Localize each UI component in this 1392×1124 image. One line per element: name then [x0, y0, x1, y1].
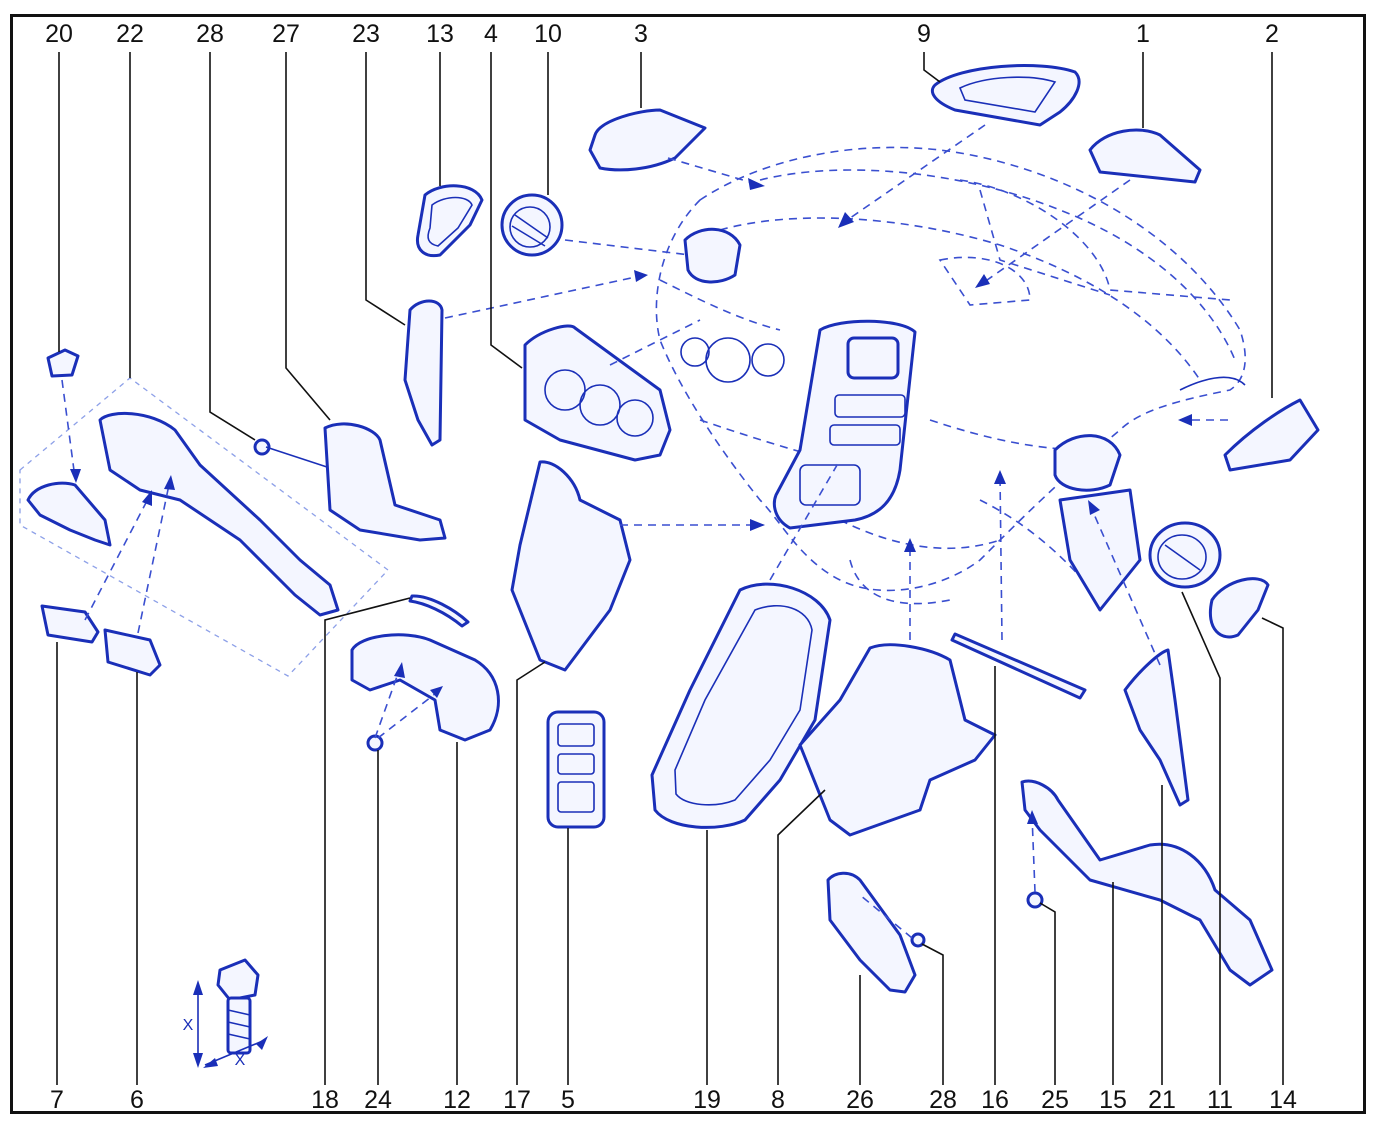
part-8 [798, 643, 997, 837]
part-21 [1123, 648, 1190, 807]
part-15 [1020, 779, 1274, 987]
callout-top-4: 4 [484, 20, 498, 48]
part-23 [403, 299, 444, 447]
callout-top-13: 13 [426, 20, 454, 48]
part-11 [1148, 521, 1222, 589]
part-28-screw-bottom [910, 932, 926, 948]
callout-bottom-7: 7 [50, 1086, 64, 1114]
callout-bottom-8: 8 [771, 1086, 785, 1114]
part-28-screw [253, 438, 331, 469]
part-18 [408, 594, 470, 628]
part-22 [98, 411, 340, 617]
part-4 [523, 324, 672, 462]
dimension-label-vertical: X [183, 1017, 194, 1034]
glovebox-bin [26, 481, 112, 547]
callout-top-2: 2 [1265, 20, 1279, 48]
callout-bottom-24: 24 [364, 1086, 392, 1114]
part-24-screw [366, 734, 384, 752]
callout-top-28: 28 [196, 20, 224, 48]
bolt-dimension-detail: X X [183, 958, 268, 1069]
callout-bottom-25: 25 [1041, 1086, 1069, 1114]
callout-bottom-11: 11 [1207, 1086, 1233, 1114]
callout-top-22: 22 [116, 20, 144, 48]
callout-top-1: 1 [1136, 20, 1150, 48]
callout-bottom-18: 18 [311, 1086, 339, 1114]
callout-bottom-21: 21 [1148, 1086, 1176, 1114]
part-19 [650, 582, 832, 829]
callout-top-20: 20 [45, 20, 73, 48]
dashboard-assembly [655, 146, 1246, 612]
part-7 [40, 604, 100, 644]
dimension-label-horizontal: X [235, 1052, 246, 1069]
part-3 [588, 108, 707, 172]
callout-bottom-15: 15 [1099, 1086, 1127, 1114]
callout-bottom-17: 17 [503, 1086, 531, 1114]
callout-bottom-12: 12 [443, 1086, 471, 1114]
leader-lines [56, 52, 1284, 1085]
part-12 [350, 633, 500, 742]
callout-bottom-14: 14 [1269, 1086, 1297, 1114]
part-16 [950, 632, 1087, 700]
callout-top-3: 3 [634, 20, 648, 48]
part-10 [500, 193, 564, 257]
callout-bottom-26: 26 [846, 1086, 874, 1114]
callout-bottom-28: 28 [929, 1086, 957, 1114]
part-25-screw [1026, 891, 1044, 909]
assembly-arrows [61, 124, 1228, 939]
part-14 [1209, 577, 1270, 639]
diagram-frame [10, 14, 1366, 1114]
part-17 [510, 460, 632, 672]
part-9 [930, 64, 1081, 127]
part-26 [826, 871, 917, 994]
part-27 [323, 422, 447, 542]
callout-bottom-6: 6 [130, 1086, 144, 1114]
callout-bottom-16: 16 [981, 1086, 1009, 1114]
part-1 [1088, 128, 1202, 184]
part-5 [546, 710, 606, 829]
callout-top-9: 9 [917, 20, 931, 48]
callout-top-27: 27 [272, 20, 300, 48]
part-20 [46, 348, 80, 378]
part-2 [1223, 398, 1320, 472]
callout-top-23: 23 [352, 20, 380, 48]
callout-bottom-5: 5 [561, 1086, 575, 1114]
part-13 [415, 184, 484, 258]
part-6 [103, 628, 162, 677]
callout-top-10: 10 [534, 20, 562, 48]
callout-bottom-19: 19 [693, 1086, 721, 1114]
